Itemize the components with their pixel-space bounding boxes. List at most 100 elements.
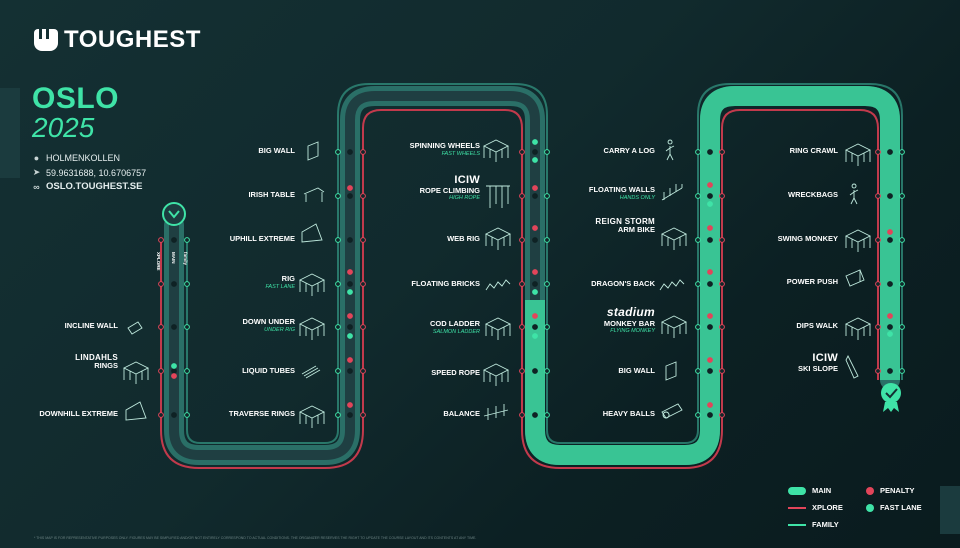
family-station xyxy=(695,324,701,330)
xplore-station xyxy=(875,193,881,199)
xplore-station xyxy=(719,149,725,155)
xplore-station xyxy=(158,324,164,330)
xplore-lane xyxy=(160,109,879,469)
xplore-station xyxy=(158,368,164,374)
xplore-station xyxy=(360,412,366,418)
fast-lane-marker xyxy=(347,333,353,339)
penalty-marker xyxy=(707,225,713,231)
penalty-marker xyxy=(707,182,713,188)
xplore-station xyxy=(519,281,525,287)
ring-crawl-icon xyxy=(844,143,872,166)
family-station xyxy=(544,324,550,330)
traverse-rings-icon xyxy=(298,405,326,428)
family-station xyxy=(335,193,341,199)
uphill-extreme-icon xyxy=(301,223,323,243)
family-station xyxy=(695,368,701,374)
family-station xyxy=(184,324,190,330)
lane-label-main: MAIN xyxy=(171,252,176,264)
fast-lane-marker xyxy=(171,363,177,369)
main-station xyxy=(347,368,353,374)
downhill-extreme-icon xyxy=(125,401,147,421)
incline-wall-icon xyxy=(127,321,143,335)
carry-a-log-icon xyxy=(665,139,675,161)
xplore-station xyxy=(875,237,881,243)
fast-lane-marker xyxy=(532,139,538,145)
link-icon: ∞ xyxy=(33,181,40,192)
family-station xyxy=(695,281,701,287)
family-station xyxy=(544,412,550,418)
family-station xyxy=(184,368,190,374)
brand-logo: TOUGHEST xyxy=(34,26,201,54)
family-station xyxy=(335,281,341,287)
finish-medal-icon xyxy=(881,383,901,412)
dips-walk-icon xyxy=(844,317,872,340)
legend-family: FAMILY xyxy=(788,520,839,529)
main-station xyxy=(707,193,713,199)
spinning-wheels-icon xyxy=(482,139,510,162)
event-url[interactable]: OSLO.TOUGHEST.SE xyxy=(46,181,143,192)
start-marker xyxy=(162,202,186,226)
fast-lane-marker xyxy=(707,201,713,207)
obstacle-heavy-balls: HEAVY BALLS xyxy=(602,409,655,418)
family-station xyxy=(899,324,905,330)
family-station xyxy=(544,237,550,243)
obstacle-liquid-tubes: LIQUID TUBES xyxy=(242,366,295,375)
main-station xyxy=(532,237,538,243)
main-station xyxy=(532,281,538,287)
xplore-station xyxy=(519,368,525,374)
obstacle-carry-a-log: CARRY A LOG xyxy=(603,146,655,155)
penalty-marker xyxy=(707,357,713,363)
penalty-marker xyxy=(887,229,893,235)
main-station xyxy=(887,281,893,287)
legend-xplore: XPLORE xyxy=(788,503,843,512)
obstacle-downhill-extreme: DOWNHILL EXTREME xyxy=(39,409,118,418)
obstacle-power-push: POWER PUSH xyxy=(786,277,838,286)
down-under-icon xyxy=(298,317,326,340)
family-station xyxy=(695,237,701,243)
main-station xyxy=(171,281,177,287)
stadium-logo: stadium xyxy=(606,305,655,319)
obstacle-incline-wall: INCLINE WALL xyxy=(64,321,118,330)
family-station xyxy=(899,368,905,374)
family-station xyxy=(335,368,341,374)
iciw-logo: ICIW xyxy=(454,174,480,186)
family-station xyxy=(335,324,341,330)
venue-row: ● HOLMENKOLLEN xyxy=(32,153,120,163)
big-wall-icon xyxy=(307,141,319,161)
obstacle-traverse-rings: TRAVERSE RINGS xyxy=(228,409,295,418)
main-station xyxy=(887,324,893,330)
main-station xyxy=(707,149,713,155)
xplore-station xyxy=(360,193,366,199)
obstacle-arm-bike: REIGN STORM ARM BIKE xyxy=(595,217,655,235)
family-station xyxy=(184,237,190,243)
family-station xyxy=(695,193,701,199)
url-row[interactable]: ∞ OSLO.TOUGHEST.SE xyxy=(32,181,142,192)
main-station xyxy=(347,324,353,330)
power-push-icon xyxy=(845,269,865,287)
xplore-station xyxy=(519,149,525,155)
obstacle-big-wall-1: BIG WALL xyxy=(258,146,295,155)
lindahls-logo: LINDAHLS xyxy=(75,353,118,362)
penalty-marker xyxy=(887,313,893,319)
penalty-marker xyxy=(171,373,177,379)
xplore-station xyxy=(719,237,725,243)
main-station xyxy=(887,237,893,243)
xplore-station xyxy=(158,412,164,418)
obstacle-floating-bricks: FLOATING BRICKS xyxy=(411,279,480,288)
floating-walls-icon xyxy=(661,184,683,201)
location-pin-icon: ● xyxy=(33,153,40,163)
family-station xyxy=(335,237,341,243)
xplore-station xyxy=(719,412,725,418)
penalty-marker xyxy=(532,185,538,191)
family-station xyxy=(184,281,190,287)
family-station xyxy=(544,368,550,374)
ski-slope-icon xyxy=(845,354,859,379)
penalty-marker xyxy=(532,313,538,319)
arm-bike-icon xyxy=(660,227,688,250)
main-station xyxy=(347,149,353,155)
family-station xyxy=(544,281,550,287)
